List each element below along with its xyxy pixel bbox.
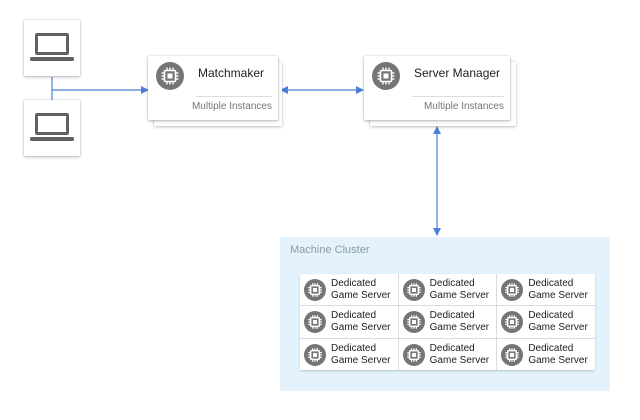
server-label: Dedicated Game Server: [331, 310, 390, 334]
server-label-line1: Dedicated: [528, 310, 574, 322]
server-label: Dedicated Game Server: [528, 278, 587, 302]
cpu-chip-icon: [304, 343, 326, 366]
server-manager-card: Server Manager Multiple Instances: [364, 56, 510, 120]
server-label-line1: Dedicated: [331, 342, 377, 354]
server-label-line1: Dedicated: [528, 278, 574, 289]
server-label-line1: Dedicated: [429, 310, 475, 322]
server-label-line1: Dedicated: [528, 342, 574, 354]
server-label-line1: Dedicated: [331, 278, 377, 289]
server-label: Dedicated Game Server: [331, 343, 390, 367]
server-label-line2: Game Server: [429, 354, 490, 366]
cpu-chip-icon: [372, 62, 400, 90]
server-manager-title: Server Manager: [414, 66, 501, 80]
dedicated-game-server: Dedicated Game Server: [300, 306, 398, 338]
dedicated-game-server: Dedicated Game Server: [398, 274, 497, 306]
client-laptop-1: [24, 20, 80, 76]
matchmaker-card: Matchmaker Multiple Instances: [148, 56, 278, 120]
server-label-line2: Game Server: [528, 354, 588, 366]
server-label-line2: Game Server: [528, 290, 588, 301]
cpu-chip-icon: [501, 343, 524, 366]
server-label-line2: Game Server: [429, 290, 490, 301]
cpu-chip-icon: [402, 311, 425, 334]
server-label-line2: Game Server: [429, 322, 490, 334]
server-label: Dedicated Game Server: [430, 310, 489, 334]
server-label-line2: Game Server: [528, 322, 588, 334]
server-label: Dedicated Game Server: [528, 310, 587, 334]
cpu-chip-icon: [156, 62, 184, 90]
server-label: Dedicated Game Server: [430, 343, 489, 367]
server-label-line1: Dedicated: [429, 342, 475, 354]
server-label-line2: Game Server: [331, 290, 391, 301]
server-grid: Dedicated Game Server Dedicated Game Ser…: [300, 274, 595, 370]
server-manager-subtitle: Multiple Instances: [423, 101, 504, 112]
cpu-chip-icon: [304, 279, 326, 301]
divider: [412, 96, 504, 97]
server-label-line2: Game Server: [331, 322, 391, 334]
matchmaker-title: Matchmaker: [198, 66, 265, 80]
matchmaker-subtitle: Multiple Instances: [191, 101, 272, 112]
server-label-line2: Game Server: [331, 354, 391, 366]
dedicated-game-server: Dedicated Game Server: [497, 338, 595, 370]
cpu-chip-icon: [402, 279, 425, 301]
server-label: Dedicated Game Server: [430, 278, 489, 302]
dedicated-game-server: Dedicated Game Server: [398, 338, 497, 370]
machine-cluster: Machine Cluster Dedicated Game Server: [280, 237, 610, 391]
cpu-chip-icon: [501, 279, 524, 301]
dedicated-game-server: Dedicated Game Server: [497, 274, 595, 306]
server-label-line1: Dedicated: [429, 278, 475, 289]
divider: [196, 96, 272, 97]
server-label: Dedicated Game Server: [331, 278, 390, 302]
cluster-label: Machine Cluster: [290, 244, 370, 256]
dedicated-game-server: Dedicated Game Server: [497, 306, 595, 338]
cpu-chip-icon: [402, 343, 425, 366]
server-label-line1: Dedicated: [331, 310, 377, 322]
laptop-icon: [30, 33, 74, 61]
dedicated-game-server: Dedicated Game Server: [300, 274, 398, 306]
laptop-icon: [30, 113, 74, 141]
server-label: Dedicated Game Server: [528, 343, 587, 367]
dedicated-game-server: Dedicated Game Server: [398, 306, 497, 338]
client-laptop-2: [24, 100, 80, 156]
dedicated-game-server: Dedicated Game Server: [300, 338, 398, 370]
cpu-chip-icon: [304, 311, 326, 334]
cpu-chip-icon: [501, 311, 524, 334]
